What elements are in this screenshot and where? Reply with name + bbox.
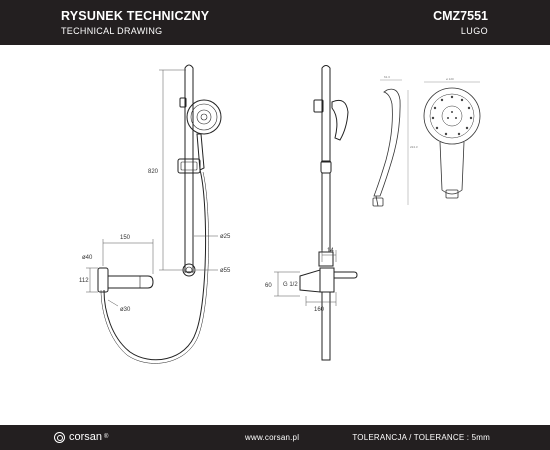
dim-thread: G 1/2: [283, 282, 298, 288]
upper-bracket: [179, 97, 187, 108]
dim-depth: 160: [314, 307, 325, 313]
header-bar: RYSUNEK TECHNICZNY TECHNICAL DRAWING CMZ…: [0, 0, 550, 45]
dim-rail-height: 820: [148, 169, 159, 175]
head-front-detail: [423, 81, 481, 199]
corsan-logo: corsan®: [54, 431, 108, 443]
dim-wall-offset: 14: [327, 248, 334, 254]
dim-head-diameter: ø 120: [446, 77, 454, 81]
dim-rail-diameter: ø25: [220, 234, 231, 240]
dim-outlet-diameter: ø40: [82, 255, 93, 261]
website-link[interactable]: www.corsan.pl: [245, 433, 300, 442]
dim-inlet-height: 60: [265, 283, 272, 289]
dim-head-width: 61.3: [384, 75, 390, 79]
product-name: LUGO: [460, 26, 488, 36]
tolerance-note: TOLERANCJA / TOLERANCE : 5mm: [352, 433, 490, 442]
dim-outlet-height: 112: [79, 278, 89, 284]
shower-handle: [196, 133, 205, 171]
title-pl: RYSUNEK TECHNICZNY: [61, 9, 210, 23]
slide-rail: [184, 64, 194, 273]
front-dimensions: [86, 69, 218, 307]
dim-bracket-diameter: ø55: [220, 268, 231, 274]
product-code: CMZ7551: [433, 9, 488, 23]
front-view: [97, 64, 222, 364]
drawing-canvas: 820 150 ø40 112 ø30 ø25 ø55: [79, 64, 481, 364]
outlet-arm: [108, 275, 154, 289]
nozzle-dots: [431, 95, 473, 136]
wall-outlet: [97, 267, 109, 293]
footer-bar: corsan® www.corsan.pl TOLERANCJA / TOLER…: [0, 425, 550, 450]
head-side-detail: [372, 79, 409, 207]
logo-registered: ®: [104, 434, 109, 440]
dim-hose-diameter: ø30: [120, 307, 131, 313]
side-view: [299, 65, 358, 361]
side-rail: [321, 65, 331, 163]
shower-head-front: [186, 99, 222, 135]
dim-arm-length: 150: [120, 235, 131, 241]
shower-hose: [103, 169, 207, 361]
logo-text: corsan: [69, 431, 103, 443]
side-head: [331, 99, 349, 141]
dim-head-length: 224.3: [410, 145, 418, 149]
title-en: TECHNICAL DRAWING: [61, 26, 163, 36]
side-dimensions: [274, 250, 337, 306]
side-outlet: [299, 269, 321, 293]
corsan-logo-icon: [54, 431, 65, 443]
